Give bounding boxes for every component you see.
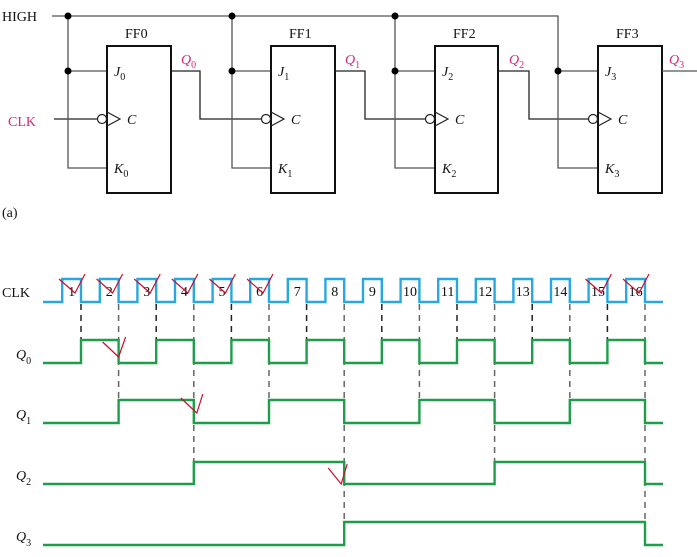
check-mark-icon bbox=[585, 273, 612, 294]
ff0-k-label: K0 bbox=[113, 162, 128, 180]
clock-triangle-icon bbox=[434, 111, 450, 127]
ff0-name: FF0 bbox=[125, 27, 148, 42]
junction-dot bbox=[64, 67, 72, 75]
ff3-q-label: Q3 bbox=[669, 53, 684, 71]
ff3-c-label: C bbox=[618, 113, 628, 128]
check-mark-icon bbox=[622, 273, 650, 294]
clock-pulse-number: 6 bbox=[256, 285, 263, 300]
clock-pulse-number: 9 bbox=[369, 285, 376, 300]
clock-pulse-number: 16 bbox=[629, 285, 643, 300]
inversion-bubble-icon bbox=[587, 113, 599, 125]
ff1-k-wire bbox=[231, 16, 271, 169]
clock-pulse-number: 10 bbox=[403, 285, 417, 300]
ff3-k-label: K3 bbox=[604, 162, 619, 180]
clock-pulse-number: 15 bbox=[591, 285, 605, 300]
ff1-k-label: K1 bbox=[277, 162, 292, 180]
ff0-q-label: Q0 bbox=[181, 53, 196, 71]
ff2-q-label: Q2 bbox=[509, 53, 524, 71]
clock-pulse-number: 1 bbox=[68, 285, 75, 300]
ff2-c-label: C bbox=[455, 113, 465, 128]
q0-waveform bbox=[43, 338, 663, 365]
circuit-diagram: HIGH CLK FF0 J0 C K0 Q0 FF1 bbox=[2, 10, 697, 221]
clock-pulse-number: 8 bbox=[331, 285, 338, 300]
clock-pulse-number: 7 bbox=[294, 285, 301, 300]
q0-label: Q0 bbox=[16, 348, 31, 367]
ff2-k-label: K2 bbox=[441, 162, 456, 180]
clock-triangle-icon bbox=[270, 111, 286, 127]
clock-pulse-number: 14 bbox=[553, 285, 567, 300]
junction-dot bbox=[391, 12, 399, 20]
part-label: (a) bbox=[2, 206, 18, 221]
ff1-q-label: Q1 bbox=[345, 53, 360, 71]
ff3-k-wire bbox=[557, 71, 598, 169]
q2-label: Q2 bbox=[16, 469, 31, 488]
q1-waveform bbox=[43, 398, 663, 425]
q3-label: Q3 bbox=[16, 530, 31, 549]
check-mark-icon bbox=[180, 393, 204, 415]
flip-flop-ff2: FF2 J2 C K2 Q2 bbox=[391, 12, 589, 194]
clock-pulse-number: 5 bbox=[219, 285, 226, 300]
ff0-box bbox=[106, 45, 172, 194]
check-mark-icon bbox=[58, 273, 86, 294]
check-mark-icon bbox=[209, 273, 236, 294]
clock-triangle-icon bbox=[106, 111, 122, 127]
ff1-j-label: J1 bbox=[278, 65, 289, 83]
junction-dot bbox=[228, 12, 236, 20]
q-waveforms bbox=[43, 338, 663, 547]
ff1-name: FF1 bbox=[289, 27, 312, 42]
flip-flop-ff1: FF1 J1 C K1 Q1 bbox=[228, 12, 425, 194]
clk-waveform bbox=[43, 277, 663, 304]
flip-flop-ff3: FF3 J3 C K3 Q3 bbox=[554, 27, 697, 194]
ff0-j-label: J0 bbox=[114, 65, 125, 83]
q1-label: Q1 bbox=[16, 408, 31, 427]
clk-input-label: CLK bbox=[8, 115, 36, 130]
clock-pulse-number: 4 bbox=[181, 285, 188, 300]
ff0-k-wire bbox=[67, 16, 107, 169]
ff1-box bbox=[270, 45, 336, 194]
flip-flop-ff0: FF0 J0 C K0 Q0 bbox=[64, 12, 261, 194]
clock-pulse-number: 2 bbox=[106, 285, 113, 300]
check-marks bbox=[58, 273, 650, 486]
junction-dot bbox=[64, 12, 72, 20]
inversion-bubble-icon bbox=[96, 113, 108, 125]
q3-waveform bbox=[43, 520, 663, 547]
inversion-bubble-icon bbox=[260, 113, 272, 125]
junction-dot bbox=[554, 67, 562, 75]
ff3-name: FF3 bbox=[616, 27, 639, 42]
ff2-box bbox=[434, 45, 499, 194]
check-mark-icon bbox=[133, 273, 161, 294]
ff3-j-label: J3 bbox=[605, 65, 616, 83]
clock-triangle-icon bbox=[597, 111, 613, 127]
check-mark-icon bbox=[246, 273, 274, 294]
high-label: HIGH bbox=[2, 10, 37, 25]
q2-waveform bbox=[43, 460, 663, 486]
clock-pulse-number: 11 bbox=[441, 285, 454, 300]
ff0-c-label: C bbox=[127, 113, 137, 128]
check-mark-icon bbox=[327, 463, 348, 486]
junction-dot bbox=[391, 67, 399, 75]
clk-waveform-label: CLK bbox=[2, 286, 30, 301]
ff2-k-wire bbox=[394, 16, 435, 169]
q1-to-ff2-clock-wire bbox=[335, 70, 425, 120]
ff2-name: FF2 bbox=[453, 27, 476, 42]
ff1-c-label: C bbox=[291, 113, 301, 128]
check-mark-icon bbox=[102, 336, 127, 359]
q0-to-ff1-clock-wire bbox=[171, 70, 261, 120]
inversion-bubble-icon bbox=[424, 113, 436, 125]
high-rail bbox=[52, 15, 559, 71]
clock-pulse-number: 12 bbox=[478, 285, 492, 300]
check-mark-icon bbox=[96, 273, 124, 294]
junction-dot bbox=[228, 67, 236, 75]
check-mark-icon bbox=[171, 273, 199, 294]
ff2-j-label: J2 bbox=[442, 65, 453, 83]
q2-to-ff3-clock-wire bbox=[498, 70, 589, 120]
edge-guide-lines bbox=[80, 304, 646, 522]
clock-pulse-number: 3 bbox=[143, 285, 150, 300]
clock-pulse-number: 13 bbox=[516, 285, 530, 300]
